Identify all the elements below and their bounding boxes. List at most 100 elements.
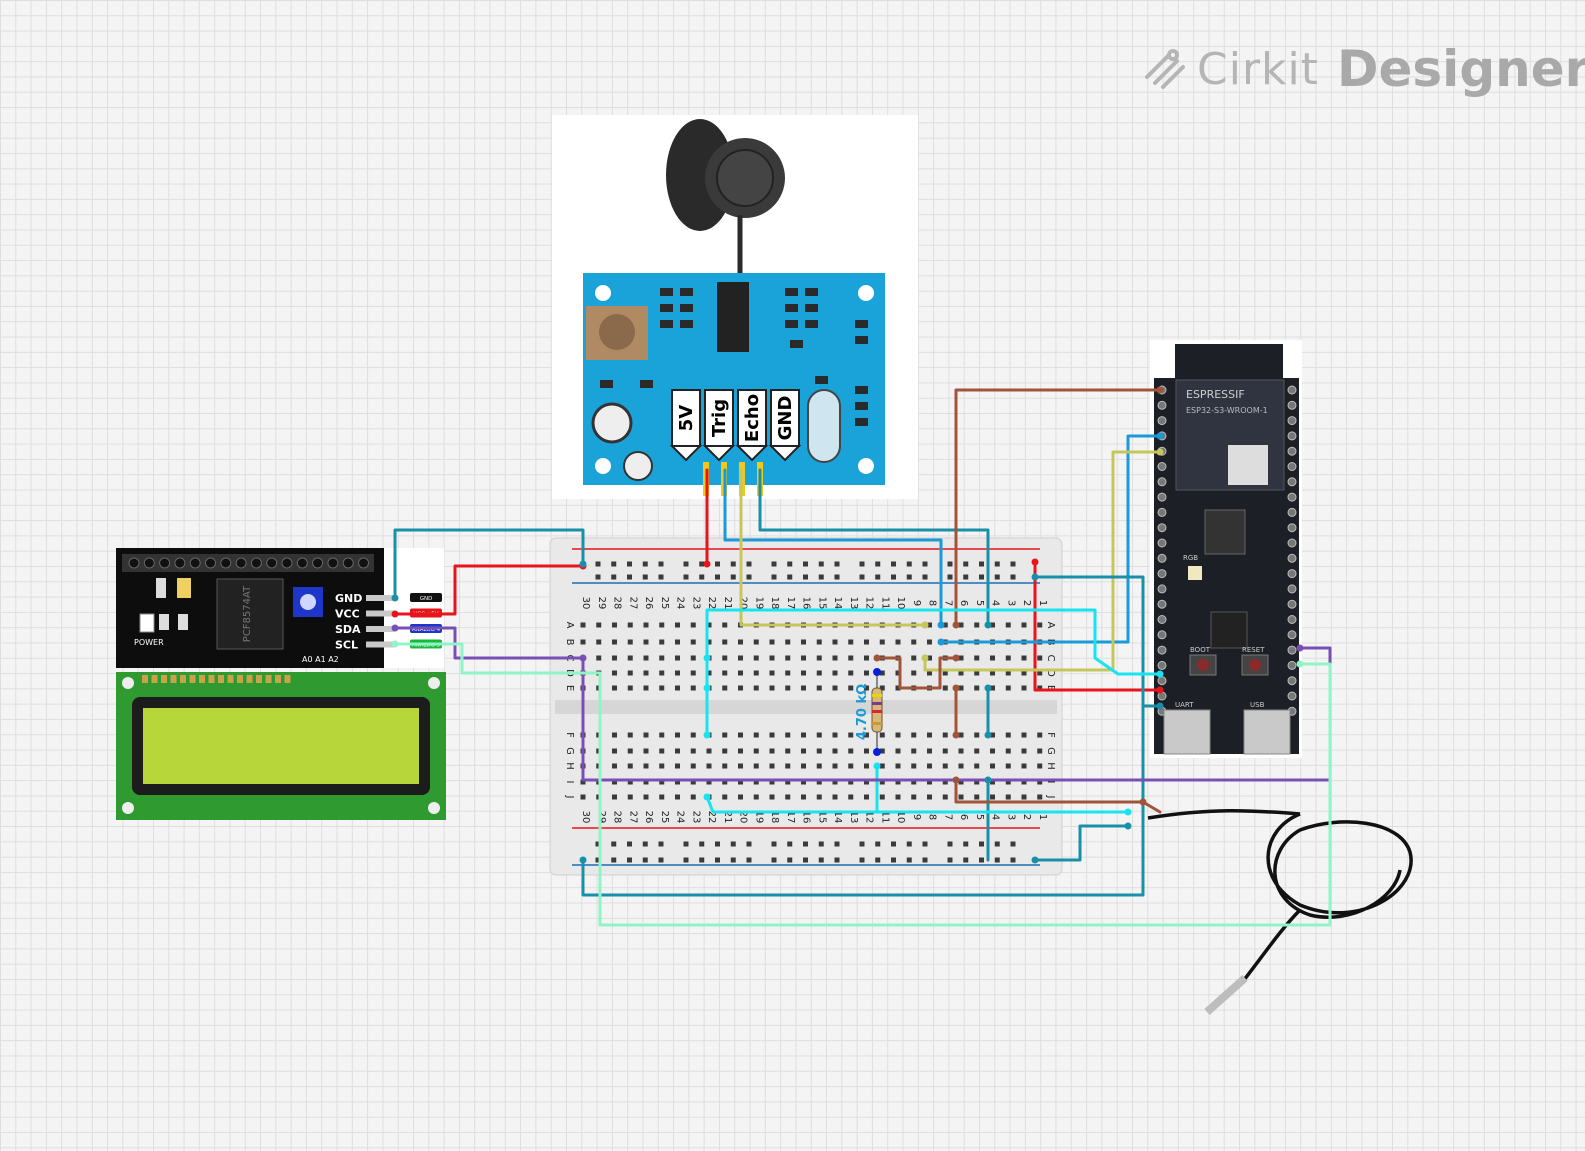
breadboard-hole[interactable] bbox=[753, 763, 759, 769]
rail-hole[interactable] bbox=[642, 857, 648, 863]
breadboard-hole[interactable] bbox=[801, 732, 806, 738]
breadboard-hole[interactable] bbox=[769, 779, 775, 785]
breadboard-hole[interactable] bbox=[659, 685, 665, 691]
breadboard-hole[interactable] bbox=[911, 732, 917, 738]
wire-endpoint[interactable] bbox=[1139, 798, 1147, 806]
rail-hole[interactable] bbox=[611, 841, 617, 847]
rail-hole[interactable] bbox=[715, 857, 720, 863]
breadboard-hole[interactable] bbox=[864, 639, 869, 645]
rail-hole[interactable] bbox=[818, 841, 824, 847]
breadboard-hole[interactable] bbox=[958, 794, 964, 800]
breadboard-hole[interactable] bbox=[659, 622, 665, 628]
breadboard-hole[interactable] bbox=[722, 685, 728, 691]
rail-hole[interactable] bbox=[906, 561, 912, 567]
breadboard-hole[interactable] bbox=[675, 732, 680, 738]
wire-endpoint[interactable] bbox=[984, 621, 992, 629]
breadboard-hole[interactable] bbox=[738, 763, 743, 769]
breadboard-hole[interactable] bbox=[1005, 779, 1011, 785]
breadboard-hole[interactable] bbox=[974, 622, 980, 628]
wire-endpoint[interactable] bbox=[1156, 432, 1164, 440]
rail-hole[interactable] bbox=[627, 574, 632, 580]
breadboard-hole[interactable] bbox=[785, 639, 791, 645]
breadboard-hole[interactable] bbox=[942, 670, 948, 676]
breadboard-hole[interactable] bbox=[895, 748, 901, 754]
breadboard-hole[interactable] bbox=[612, 794, 617, 800]
breadboard-hole[interactable] bbox=[675, 763, 680, 769]
breadboard-hole[interactable] bbox=[848, 732, 854, 738]
wire-endpoint[interactable] bbox=[1031, 558, 1039, 566]
breadboard-hole[interactable] bbox=[990, 794, 995, 800]
breadboard-hole[interactable] bbox=[832, 685, 838, 691]
breadboard-hole[interactable] bbox=[848, 685, 854, 691]
breadboard-hole[interactable] bbox=[974, 685, 980, 691]
breadboard-hole[interactable] bbox=[643, 622, 649, 628]
breadboard-hole[interactable] bbox=[612, 655, 617, 661]
breadboard-hole[interactable] bbox=[942, 732, 948, 738]
rail-hole[interactable] bbox=[818, 561, 824, 567]
rail-hole[interactable] bbox=[787, 841, 793, 847]
breadboard-hole[interactable] bbox=[675, 622, 680, 628]
rail-hole[interactable] bbox=[715, 574, 720, 580]
breadboard-hole[interactable] bbox=[627, 763, 633, 769]
breadboard-hole[interactable] bbox=[927, 670, 932, 676]
breadboard-hole[interactable] bbox=[879, 763, 885, 769]
rail-hole[interactable] bbox=[730, 574, 736, 580]
rail-hole[interactable] bbox=[683, 574, 689, 580]
breadboard-hole[interactable] bbox=[816, 748, 822, 754]
usb-port-uart[interactable] bbox=[1163, 709, 1211, 755]
breadboard-hole[interactable] bbox=[627, 794, 633, 800]
breadboard-hole[interactable] bbox=[785, 763, 791, 769]
breadboard-hole[interactable] bbox=[895, 794, 901, 800]
rail-hole[interactable] bbox=[611, 574, 617, 580]
rail-hole[interactable] bbox=[699, 561, 705, 567]
breadboard-hole[interactable] bbox=[895, 685, 901, 691]
rail-hole[interactable] bbox=[611, 857, 617, 863]
breadboard-hole[interactable] bbox=[643, 732, 649, 738]
breadboard-hole[interactable] bbox=[927, 655, 932, 661]
breadboard-hole[interactable] bbox=[643, 779, 649, 785]
breadboard-hole[interactable] bbox=[675, 685, 680, 691]
breadboard-hole[interactable] bbox=[990, 779, 995, 785]
breadboard-hole[interactable] bbox=[627, 732, 633, 738]
breadboard-hole[interactable] bbox=[1021, 763, 1027, 769]
breadboard-hole[interactable] bbox=[864, 779, 869, 785]
rail-hole[interactable] bbox=[906, 857, 912, 863]
breadboard-hole[interactable] bbox=[958, 655, 964, 661]
rail-hole[interactable] bbox=[994, 561, 1000, 567]
wire-endpoint[interactable] bbox=[1156, 670, 1164, 678]
wire-endpoint[interactable] bbox=[391, 640, 399, 648]
breadboard-hole[interactable] bbox=[753, 670, 759, 676]
rail-hole[interactable] bbox=[803, 561, 808, 567]
rail-hole[interactable] bbox=[994, 574, 1000, 580]
breadboard-hole[interactable] bbox=[675, 655, 680, 661]
breadboard-hole[interactable] bbox=[974, 779, 980, 785]
breadboard-hole[interactable] bbox=[627, 622, 633, 628]
breadboard-hole[interactable] bbox=[911, 670, 917, 676]
rail-hole[interactable] bbox=[771, 857, 777, 863]
breadboard-hole[interactable] bbox=[722, 794, 728, 800]
breadboard-hole[interactable] bbox=[816, 685, 822, 691]
breadboard-hole[interactable] bbox=[864, 732, 869, 738]
breadboard-hole[interactable] bbox=[911, 763, 917, 769]
rail-hole[interactable] bbox=[746, 574, 752, 580]
breadboard-hole[interactable] bbox=[848, 655, 854, 661]
breadboard-hole[interactable] bbox=[801, 639, 806, 645]
breadboard-hole[interactable] bbox=[832, 732, 838, 738]
wire-endpoint[interactable] bbox=[579, 856, 587, 864]
breadboard-hole[interactable] bbox=[706, 639, 712, 645]
rail-hole[interactable] bbox=[875, 841, 881, 847]
breadboard-hole[interactable] bbox=[785, 732, 791, 738]
rail-hole[interactable] bbox=[715, 841, 720, 847]
breadboard-hole[interactable] bbox=[848, 748, 854, 754]
breadboard-hole[interactable] bbox=[911, 639, 917, 645]
rail-hole[interactable] bbox=[834, 561, 840, 567]
resistor[interactable]: 4.70 kΩ bbox=[855, 668, 883, 756]
breadboard-hole[interactable] bbox=[706, 748, 712, 754]
breadboard-hole[interactable] bbox=[848, 639, 854, 645]
breadboard-hole[interactable] bbox=[769, 794, 775, 800]
wire-endpoint[interactable] bbox=[937, 638, 945, 646]
breadboard-hole[interactable] bbox=[1005, 748, 1011, 754]
rail-hole[interactable] bbox=[771, 841, 777, 847]
